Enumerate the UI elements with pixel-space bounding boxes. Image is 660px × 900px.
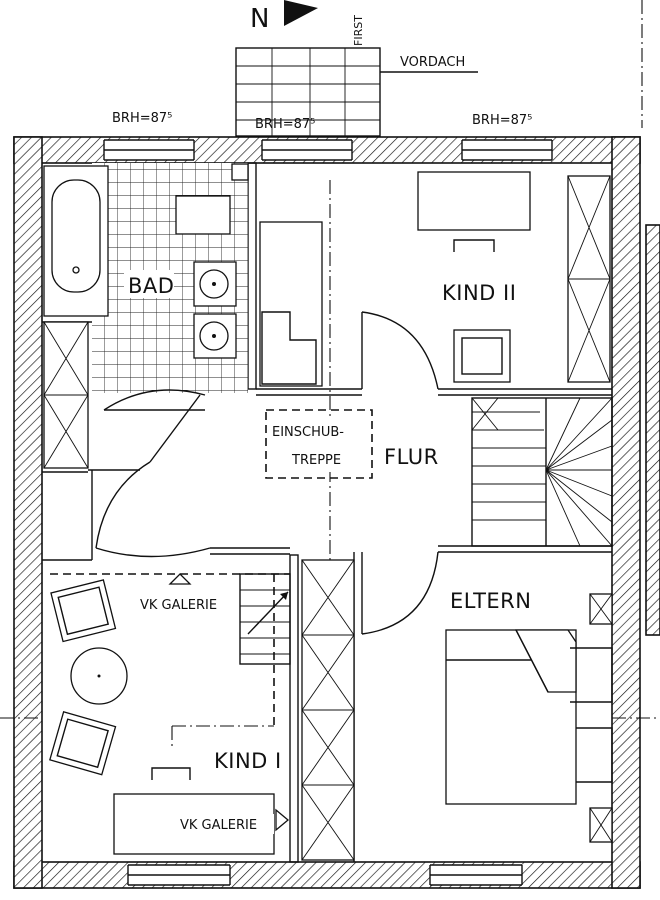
einschubtreppe-outline [265,409,373,479]
room-label-kind1: KIND I [214,749,282,773]
windows-top [103,139,553,161]
kind2-desk [417,171,531,231]
room-label-eltern: ELTERN [450,589,531,613]
brh-label-right: BRH=87⁵ [472,113,532,128]
kind1-armchair-lower [49,710,117,776]
crossed-column [301,559,355,861]
bathroom [43,163,249,469]
room-label-kind2: KIND II [442,281,516,305]
north-letter: N [250,4,269,34]
room-label-bad: BAD [128,274,174,298]
north-arrow-icon [284,0,318,26]
room-eltern [445,593,613,843]
room-kind2 [259,171,611,390]
einschub-label-line1: EINSCHUB- [272,425,344,440]
right-edge-structure [641,0,660,636]
room-kind1 [49,573,291,855]
einschub-label-line2: TREPPE [291,453,341,468]
toilet [175,195,231,235]
staircase [471,397,613,547]
brh-label-left: BRH=87⁵ [112,111,172,126]
kind1-armchair-upper [50,579,117,643]
vordach-label: VORDACH [400,55,465,70]
room-label-flur: FLUR [384,445,439,469]
first-label: FIRST [352,15,365,46]
north-arrow: N [250,0,318,34]
vk-galerie-label-upper: VK GALERIE [140,598,217,613]
vk-galerie-label-lower: VK GALERIE [180,818,257,833]
windows-bottom [127,864,523,886]
hallway [95,409,439,635]
brh-label-center: BRH=87⁵ [255,117,315,132]
vordach-canopy [235,47,478,137]
kind2-cabinet [259,221,323,387]
